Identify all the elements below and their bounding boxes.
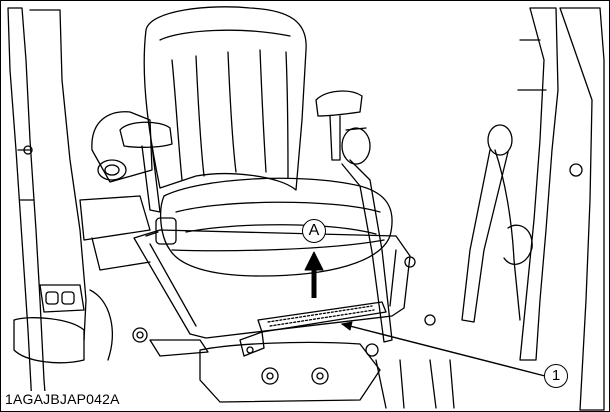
right-cab-pillar [517, 7, 605, 411]
figure-code: 1AGAJBJAP042A [3, 391, 122, 407]
center-control-lever [341, 127, 393, 343]
left-cab-pillar [7, 7, 87, 406]
leader-line-1 [341, 321, 546, 377]
seat-slide-rail [239, 301, 387, 357]
floor-components [149, 256, 455, 409]
left-lever-assembly [13, 284, 148, 364]
seat-backrest [143, 6, 307, 191]
callout-a: A [302, 219, 326, 243]
seat-base-plate [133, 229, 411, 339]
right-joystick-lever [461, 124, 533, 323]
seat-cushion [159, 177, 393, 277]
callout-1: 1 [544, 364, 568, 388]
lift-arrow [304, 251, 324, 298]
right-armrest [315, 90, 363, 161]
left-armrest [119, 121, 173, 213]
console-left [79, 111, 153, 271]
